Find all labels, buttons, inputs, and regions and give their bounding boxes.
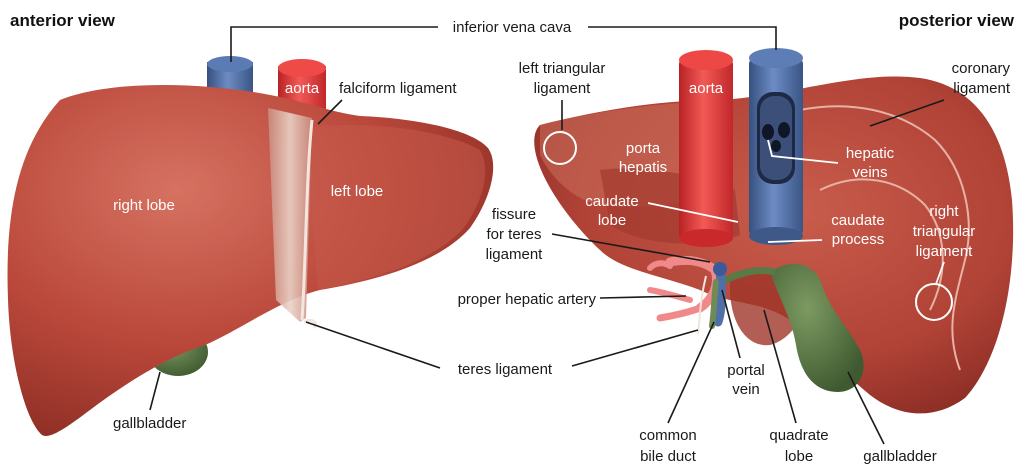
teres-ligament-label: teres ligament	[458, 361, 553, 378]
inferior-vena-cava-label: inferior vena cava	[453, 19, 572, 36]
posterior-gallbladder-label: gallbladder	[863, 448, 936, 465]
common-bile-duct	[709, 279, 719, 329]
falciform-ligament	[268, 108, 312, 322]
left-lobe-label: left lobe	[331, 183, 384, 200]
fissure-leader	[551, 233, 711, 263]
common-bile-duct-leader	[667, 321, 715, 424]
left-triangular-ligament-label-2: ligament	[534, 80, 592, 97]
left-triangular-ligament-label-1: left triangular	[519, 60, 606, 77]
caudate-lobe-label-1: caudate	[585, 193, 638, 210]
fissure-label-3: ligament	[486, 246, 544, 263]
hepatic-veins-label-2: veins	[852, 164, 887, 181]
ivc-leader-anterior	[230, 26, 438, 62]
posterior-gallbladder-leader	[847, 371, 885, 445]
posterior-inferior-vena-cava	[749, 48, 803, 245]
anterior-left-lobe	[305, 124, 486, 291]
posterior-view: aorta porta hepatis caudate lobe hepatic…	[534, 48, 1014, 414]
coronary-ligament-label-2: ligament	[953, 80, 1011, 97]
posterior-aorta-label: aorta	[689, 80, 724, 97]
quadrate-lobe-label-2: lobe	[785, 448, 813, 465]
right-lobe-label: right lobe	[113, 197, 175, 214]
anterior-aorta-label: aorta	[285, 80, 320, 97]
right-triangular-ligament-label-2: triangular	[913, 223, 976, 240]
falciform-ligament-label: falciform ligament	[339, 80, 457, 97]
proper-hepatic-artery-leader	[599, 295, 687, 299]
quadrate-lobe-leader	[763, 309, 797, 424]
posterior-view-title: posterior view	[899, 11, 1015, 30]
caudate-lobe-leader	[647, 202, 739, 223]
portal-vein-label-1: portal	[727, 362, 765, 379]
right-triangular-leader	[935, 261, 945, 285]
posterior-gallbladder	[720, 263, 864, 392]
anterior-view: right lobe left lobe aorta falciform lig…	[7, 56, 494, 436]
hepatic-veins-label-1: hepatic	[846, 145, 895, 162]
anterior-gallbladder-label: gallbladder	[113, 415, 186, 432]
caudate-process-label-2: process	[832, 231, 885, 248]
caudate-lobe-label-2: lobe	[598, 212, 626, 229]
falciform-leader	[317, 99, 343, 125]
posterior-aorta	[679, 50, 733, 247]
porta-hepatis-label-2: hepatis	[619, 159, 667, 176]
portal-vein-leader	[721, 289, 741, 359]
portal-vein-label-2: vein	[732, 381, 760, 398]
anterior-view-title: anterior view	[10, 11, 116, 30]
fissure-label-1: fissure	[492, 206, 536, 223]
right-triangular-ligament-label-3: ligament	[916, 243, 974, 260]
ivc-leader-posterior	[588, 26, 777, 50]
left-triangular-ligament-marker	[543, 131, 577, 165]
caudate-process-label-1: caudate	[831, 212, 884, 229]
portal-vein	[713, 262, 727, 327]
common-bile-duct-label-1: common	[639, 427, 697, 444]
common-bile-duct-label-2: bile duct	[640, 448, 697, 465]
porta-hepatis-label-1: porta	[626, 140, 661, 157]
quadrate-lobe-label-1: quadrate	[769, 427, 828, 444]
proper-hepatic-artery-label: proper hepatic artery	[458, 291, 597, 308]
right-triangular-ligament-marker	[915, 283, 953, 321]
coronary-ligament-outline	[799, 105, 970, 371]
teres-leader-posterior	[571, 329, 699, 367]
right-triangular-ligament-label-1: right	[929, 203, 959, 220]
coronary-ligament-label-1: coronary	[952, 60, 1011, 77]
fissure-label-2: for teres	[486, 226, 541, 243]
teres-leader-anterior	[305, 321, 441, 369]
coronary-ligament-leader	[869, 99, 945, 127]
hepatic-veins-leader	[767, 139, 839, 164]
caudate-process-leader	[767, 239, 823, 243]
anterior-gallbladder-leader	[149, 371, 161, 411]
